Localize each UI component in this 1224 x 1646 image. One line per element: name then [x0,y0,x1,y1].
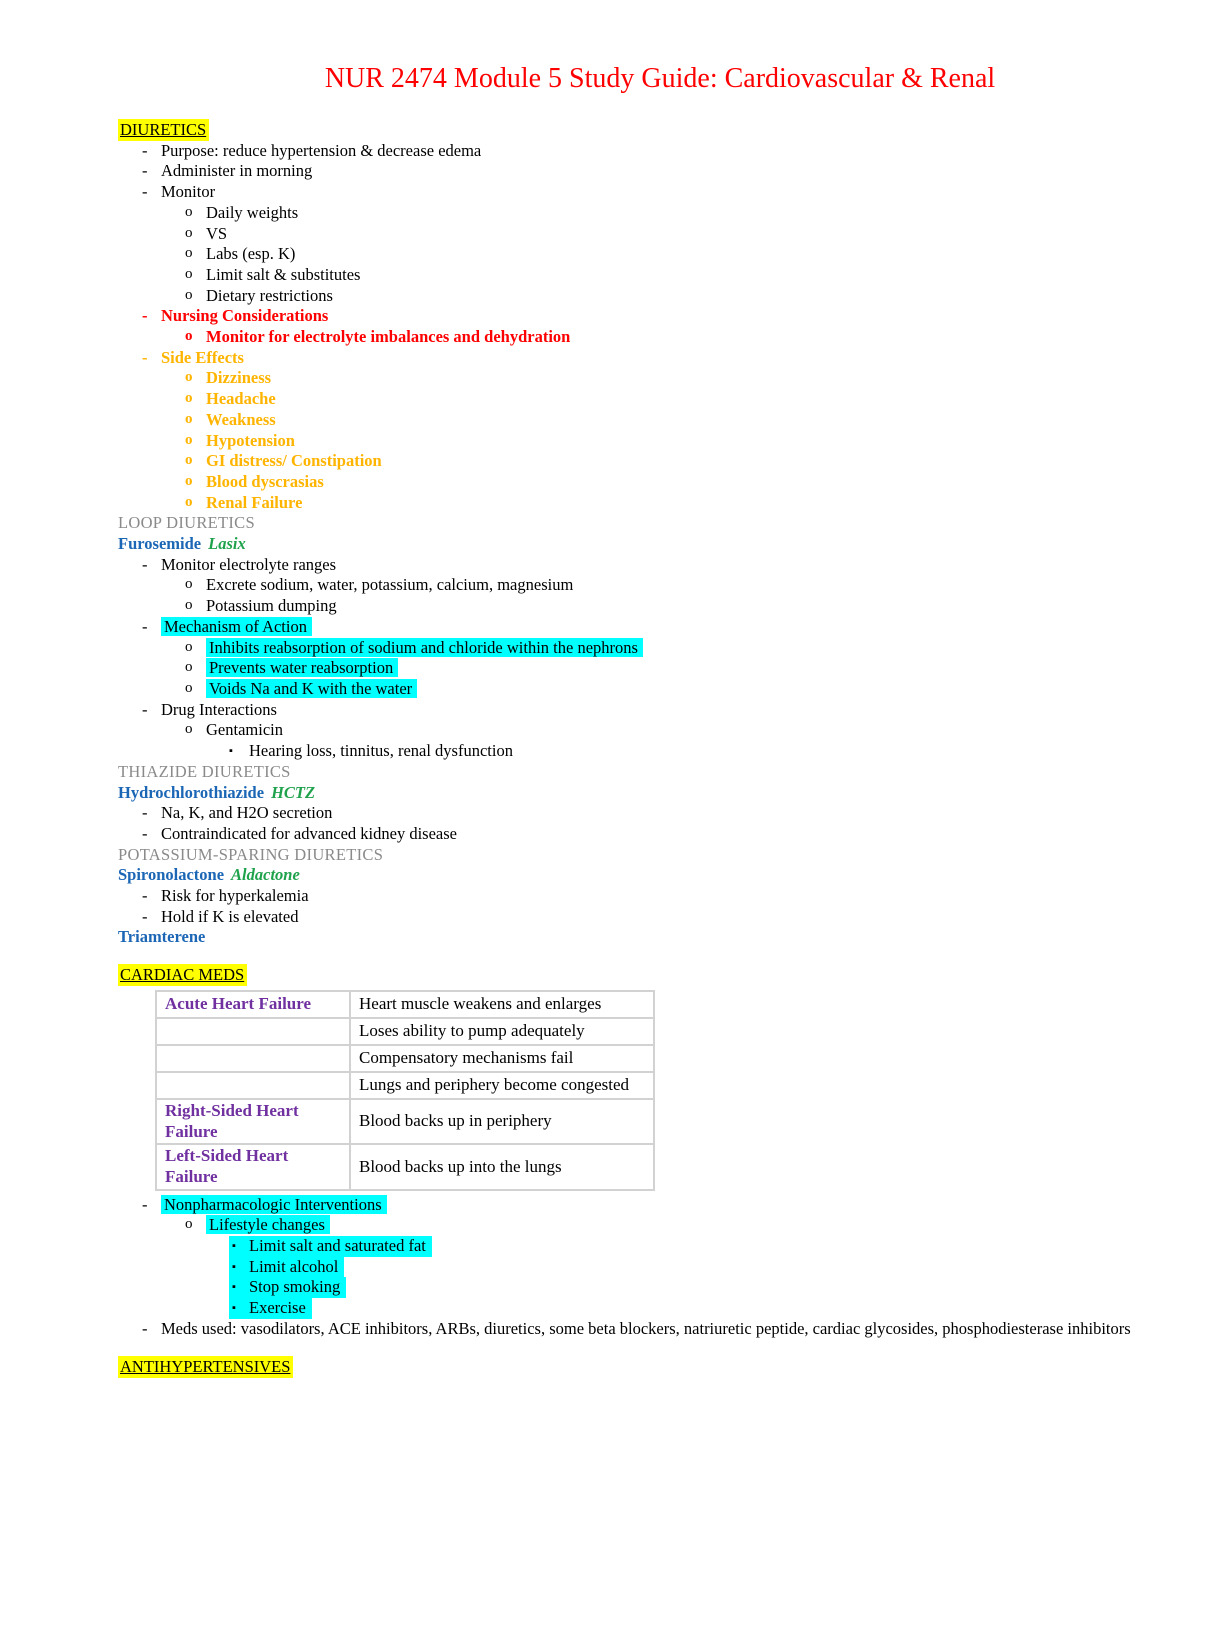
lifestyle-item: Exercise [118,1298,1224,1319]
table-row: Right-Sided Heart Failure Blood backs up… [155,1097,655,1146]
lifestyle-heading: Lifestyle changes [118,1214,1224,1236]
side-effect-item: Blood dyscrasias [118,471,1224,493]
moa-item: Voids Na and K with the water [118,678,1224,700]
monitor-item: VS [118,223,1224,245]
meds-used-line: Meds used: vasodilators, ACE inhibitors,… [118,1319,1224,1340]
table-row: Lungs and periphery become congested [155,1070,655,1100]
generic-drug-name: Spironolactone [118,865,225,885]
monitor-item: Dietary restrictions [118,285,1224,307]
highlighted-heading: DIURETICS [118,119,210,141]
side-effect-item: Hypotension [118,430,1224,452]
thiazide-bullet: Contraindicated for advanced kidney dise… [118,824,1224,845]
hf-type-label: Left-Sided Heart Failure [165,1146,289,1186]
table-row: Left-Sided Heart Failure Blood backs up … [155,1143,655,1191]
hf-description: Heart muscle weakens and enlarges [359,993,602,1013]
potassium-sparing-bullet: Risk for hyperkalemia [118,886,1224,907]
section-heading-cardiac-meds: CARDIAC MEDS [118,964,1224,987]
table-row: Loses ability to pump adequately [155,1016,655,1046]
document-page: NUR 2474 Module 5 Study Guide: Cardiovas… [0,62,1224,1646]
monitor-item: Daily weights [118,202,1224,224]
hf-type-label: Right-Sided Heart Failure [165,1100,299,1141]
highlighted-heading: CARDIAC MEDS [118,964,248,987]
hf-description: Compensatory mechanisms fail [359,1047,574,1067]
moa-item: Inhibits reabsorption of sodium and chlo… [118,637,1224,659]
bullet-administer: Administer in morning [118,161,1224,182]
nursing-considerations-item: Monitor for electrolyte imbalances and d… [118,326,1224,348]
generic-drug-name: Triamterene [118,927,206,947]
monitor-item: Limit salt & substitutes [118,264,1224,286]
nonpharm-heading: Nonpharmacologic Interventions [118,1194,1224,1216]
lifestyle-item: Limit alcohol [118,1256,1224,1278]
moa-item: Prevents water reabsorption [118,657,1224,679]
document-body: DIURETICS Purpose: reduce hypertension &… [118,119,1224,1378]
section-heading-diuretics: DIURETICS [118,119,1224,141]
bullet-monitor-electrolyte: Monitor electrolyte ranges [118,555,1224,576]
bullet-monitor: Monitor [118,182,1224,203]
side-effect-item: Dizziness [118,367,1224,389]
generic-drug-name: Furosemide [118,534,202,554]
side-effects-heading: Side Effects [118,348,1224,369]
electrolyte-item: Potassium dumping [118,595,1224,617]
monitor-item: Labs (esp. K) [118,243,1224,265]
drug-interactions-heading: Drug Interactions [118,700,1224,721]
highlighted-heading: ANTIHYPERTENSIVES [118,1355,294,1378]
interaction-drug: Gentamicin [118,719,1224,741]
interaction-effects: Hearing loss, tinnitus, renal dysfunctio… [118,741,1224,762]
thiazide-bullet: Na, K, and H2O secretion [118,803,1224,824]
electrolyte-item: Excrete sodium, water, potassium, calciu… [118,574,1224,596]
section-heading-antihypertensives: ANTIHYPERTENSIVES [118,1355,1224,1378]
hf-description: Blood backs up into the lungs [359,1156,562,1176]
brand-drug-name: Aldactone [231,865,300,885]
drug-name-line: Triamterene [118,927,1224,948]
side-effect-item: Weakness [118,409,1224,431]
drug-name-line: Hydrochlorothiazide HCTZ [118,783,1224,804]
table-row: Compensatory mechanisms fail [155,1043,655,1073]
subsection-heading-loop-diuretics: LOOP DIURETICS [118,513,255,533]
potassium-sparing-bullet: Hold if K is elevated [118,907,1224,928]
hf-type-label: Acute Heart Failure [165,993,312,1013]
drug-name-line: Spironolactone Aldactone [118,865,1224,886]
side-effect-item: GI distress/ Constipation [118,450,1224,472]
bullet-purpose: Purpose: reduce hypertension & decrease … [118,141,1224,162]
table-row: Acute Heart Failure Heart muscle weakens… [155,989,655,1019]
side-effect-item: Headache [118,388,1224,410]
side-effect-item: Renal Failure [118,492,1224,514]
heart-failure-table: Acute Heart Failure Heart muscle weakens… [155,989,655,1191]
nursing-considerations-heading: Nursing Considerations [118,306,1224,327]
subsection-heading-thiazide: THIAZIDE DIURETICS [118,761,291,781]
drug-name-line: Furosemide Lasix [118,534,1224,555]
brand-drug-name: Lasix [208,534,246,554]
document-title: NUR 2474 Module 5 Study Guide: Cardiovas… [324,63,996,94]
generic-drug-name: Hydrochlorothiazide [118,782,265,802]
lifestyle-item: Stop smoking [118,1277,1224,1299]
subsection-heading-potassium-sparing: POTASSIUM-SPARING DIURETICS [118,844,384,864]
hf-description: Lungs and periphery become congested [359,1074,630,1094]
hf-description: Blood backs up in periphery [359,1111,552,1131]
lifestyle-item: Limit salt and saturated fat [118,1236,1224,1257]
brand-drug-name: HCTZ [271,782,316,802]
hf-description: Loses ability to pump adequately [359,1020,585,1040]
moa-heading: Mechanism of Action [118,616,1224,638]
